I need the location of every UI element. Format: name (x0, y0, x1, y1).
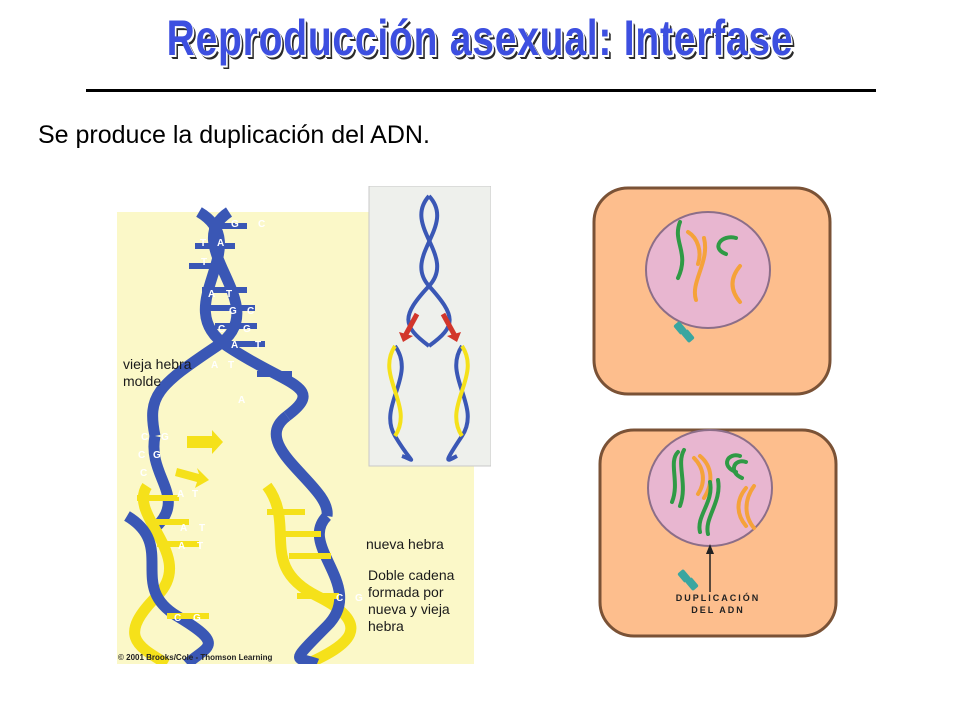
inset-daughter-helix-left (387, 344, 414, 462)
base-letter: T (199, 523, 206, 534)
new-strand-left (123, 482, 214, 664)
base-letter: G (161, 432, 169, 443)
parent-base-pairs (189, 223, 292, 377)
new-base-pairs (137, 495, 339, 619)
label-double-strand: Doble cadena formada por nueva y vieja h… (368, 567, 455, 634)
cell-before-duplication (592, 186, 832, 396)
base-letter: T (255, 340, 262, 351)
slide-subtitle: Se produce la duplicación del ADN. (38, 121, 430, 149)
base-letter: C (336, 593, 344, 604)
duplication-pointer-arrow (706, 544, 714, 592)
dna-replication-figure (117, 186, 491, 664)
base-letter: T (200, 238, 207, 249)
inset-red-arrows (399, 312, 461, 342)
duplicated-chromosomes (670, 448, 756, 536)
centrioles (673, 321, 695, 343)
base-letter: T (228, 360, 235, 371)
label-old-strand: vieja hebra molde (123, 356, 192, 389)
base-letter: C (138, 450, 146, 461)
base-letter: C (140, 468, 148, 479)
base-letter: A (217, 238, 225, 249)
base-letter: T (197, 541, 204, 552)
base-letter: C (247, 306, 255, 317)
base-letter: C (141, 432, 149, 443)
centrioles (677, 569, 699, 591)
base-letter: A (208, 289, 216, 300)
free-nucleotides (175, 430, 223, 488)
base-letter: G (355, 593, 363, 604)
inset-daughter-helix-right (446, 344, 470, 462)
base-letter: G (231, 219, 239, 230)
title-underline (86, 89, 876, 92)
base-letter: T (192, 489, 199, 500)
base-letter: A (231, 340, 239, 351)
cell-after-duplication (598, 428, 838, 638)
label-new-strand: nueva hebra (366, 536, 444, 552)
slide-title: Reproducción asexual: Interfase (166, 10, 794, 66)
base-letter: G (243, 324, 251, 335)
base-letter: A (238, 395, 246, 406)
base-letter: G (153, 450, 161, 461)
base-letter: C (218, 324, 226, 335)
base-letter: A (177, 489, 185, 500)
figure-copyright: © 2001 Brooks/Cole - Thomson Learning (118, 653, 273, 662)
base-letter: A (178, 541, 186, 552)
nucleus (645, 211, 771, 329)
base-letter: G (229, 306, 237, 317)
chromosomes (675, 220, 742, 304)
base-letter: T (201, 257, 208, 268)
base-letter: A (180, 523, 188, 534)
base-letter: C (258, 219, 266, 230)
base-letter: A (211, 360, 219, 371)
base-letter: G (193, 613, 201, 624)
base-letter: C (174, 613, 182, 624)
base-letter: T (226, 289, 233, 300)
label-duplication: DUPLICACIÓN DEL ADN (675, 593, 761, 615)
inset-panel (368, 186, 491, 467)
